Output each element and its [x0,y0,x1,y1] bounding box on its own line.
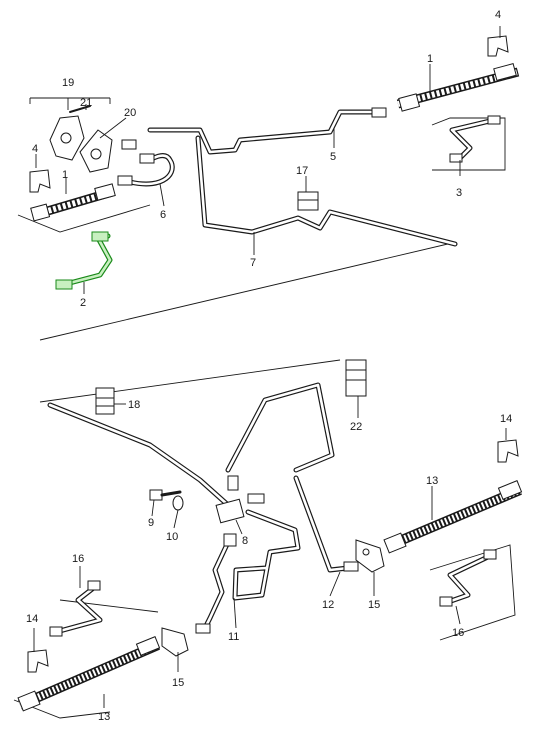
label-14-right: 14 [500,413,512,425]
washer-10 [172,495,184,511]
mounting-bracket-19 [49,115,85,161]
label-10: 10 [166,531,178,543]
pipe-clip-18 [95,387,115,415]
brake-pipe-3 [449,115,501,163]
label-2: 2 [80,297,86,309]
mounting-plate-20 [79,129,113,173]
brake-hose-upper-left [30,183,116,222]
label-1-left: 1 [62,169,68,181]
label-8: 8 [242,535,248,547]
label-15-right: 15 [368,599,380,611]
upper-assembly-frame [17,117,506,341]
label-16-right: 16 [452,627,464,639]
label-11: 11 [228,631,239,643]
brake-pipe-7 [195,135,458,247]
label-13-left: 13 [98,711,110,723]
brake-pipe-12 [293,475,359,573]
leader-lines [29,26,507,708]
label-21: 21 [80,97,92,109]
distributor-block-8 [215,475,265,524]
pin-21 [69,105,91,113]
label-9: 9 [148,517,154,529]
lower-assembly-frame [13,359,516,719]
bolt-9 [149,489,182,501]
brake-pipe-16-left [49,580,103,637]
label-22: 22 [350,421,362,433]
bracket-15-right [355,539,385,573]
brake-pipe-11 [195,509,301,634]
pipe-clip-17 [297,191,319,211]
brake-pipe-6 [117,153,175,187]
label-19: 19 [62,77,74,89]
hose-clip-14-right [497,439,519,463]
bracket-15-left [161,627,189,657]
label-20: 20 [124,107,136,119]
label-7: 7 [250,257,256,269]
label-6: 6 [160,209,166,221]
brake-hose-upper-right [396,63,520,112]
hose-clip-14-left [27,649,49,673]
brake-pipe-lower-rise [225,382,335,473]
label-16-left: 16 [72,553,84,565]
label-5: 5 [330,151,336,163]
label-18: 18 [128,399,140,411]
hose-clip-4-left [29,169,51,193]
brake-pipe-lower-main [47,402,231,508]
brake-pipe-2-highlighted [55,231,113,290]
brake-hose-13-left [17,636,161,712]
label-1-right: 1 [427,53,433,65]
hose-clip-4-upper [487,35,509,57]
label-15-left: 15 [172,677,184,689]
label-13-right: 13 [426,475,438,487]
brake-pipe-5 [121,107,387,155]
label-4-top: 4 [495,9,501,21]
part-number-labels: 4 1 3 19 21 20 4 1 5 17 6 7 2 18 22 14 1… [26,9,512,723]
label-17: 17 [296,165,308,177]
label-12: 12 [322,599,334,611]
brake-pipe-16-right [439,549,497,607]
brake-hose-13-right [383,480,523,554]
pipe-clip-22 [345,359,367,397]
label-3: 3 [456,187,462,199]
label-14-left: 14 [26,613,38,625]
label-4-left: 4 [32,143,38,155]
